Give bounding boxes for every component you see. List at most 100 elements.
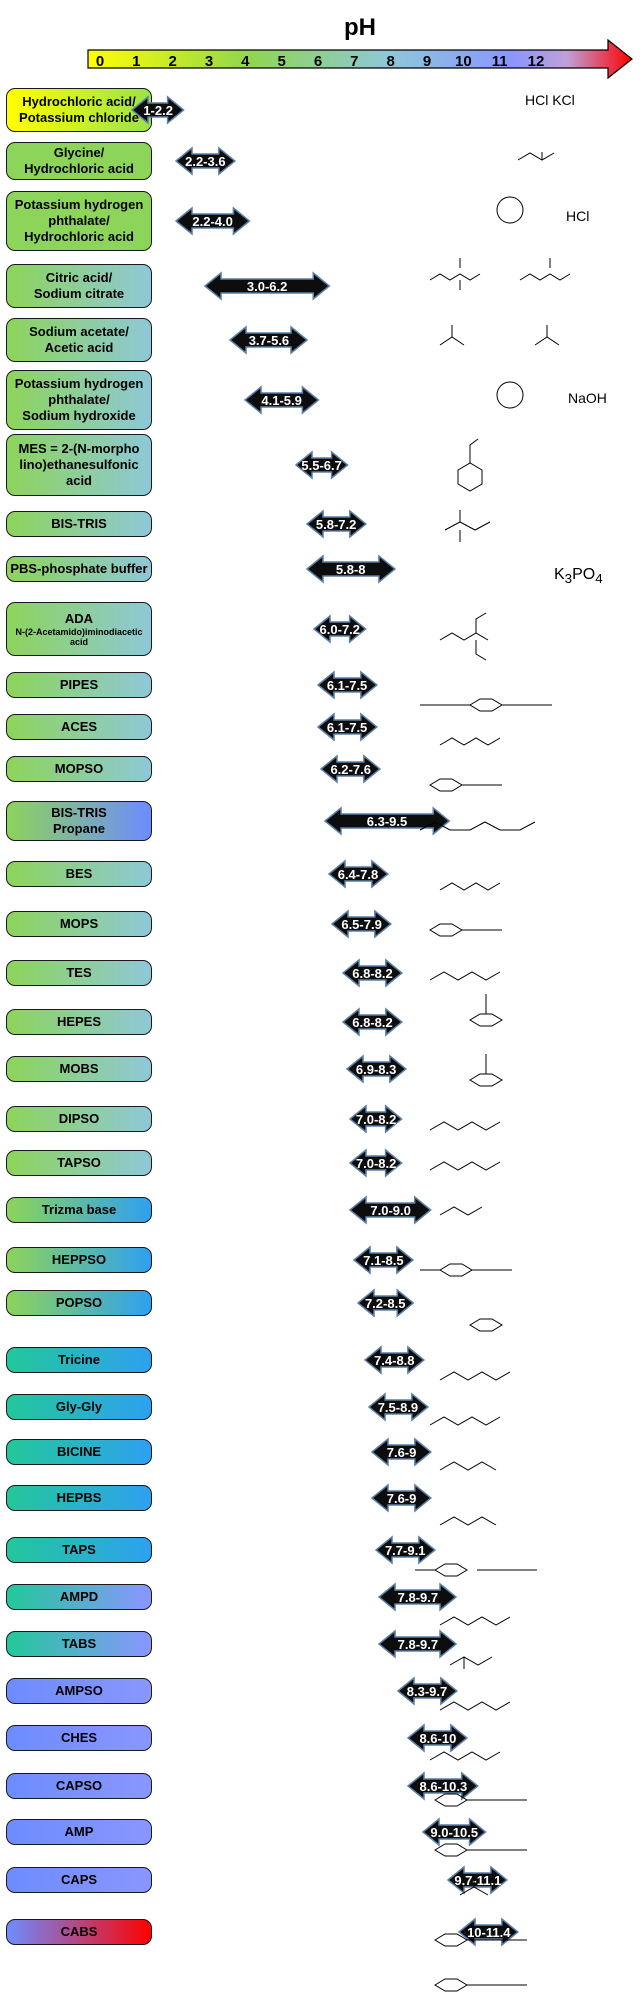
- ph-range-arrow-path: [229, 325, 309, 355]
- ph-range-arrow-shape: [316, 712, 378, 742]
- buffer-name: MOBS: [59, 1060, 99, 1076]
- ph-range-arrow-path: [370, 1437, 433, 1467]
- ph-range-label: 8.6-10: [419, 1730, 457, 1746]
- buffer-name: CABS: [60, 1923, 98, 1939]
- ph-range-arrow: 7.6-9: [370, 1437, 433, 1467]
- ph-range-arrow: 7.0-8.2: [349, 1148, 404, 1178]
- buffer-label: POPSO: [6, 1290, 152, 1316]
- ph-range-arrow-shape: [174, 146, 236, 176]
- ph-range-label: 8.3-9.7: [406, 1683, 448, 1699]
- ph-range-label: 6.0-7.2: [319, 621, 361, 637]
- ph-range-arrow: 7.5-8.9: [367, 1392, 429, 1422]
- ph-range-arrow: 5.8-8: [305, 554, 396, 584]
- ph-range-arrow-shape: [356, 1288, 415, 1318]
- ph-range-arrow: 4.1-5.9: [243, 385, 320, 415]
- buffer-label: ACES: [6, 714, 152, 740]
- buffer-label: MOPS: [6, 911, 152, 937]
- buffer-name: POPSO: [55, 1294, 103, 1310]
- buffer-name: CHES: [60, 1729, 98, 1745]
- ph-range-label: 5.5-6.7: [301, 457, 342, 473]
- buffer-name: Potassium hydrogen phthalate/ Sodium hyd…: [14, 375, 144, 424]
- ph-range-arrow: 6.9-8.3: [345, 1054, 407, 1084]
- ph-tick-label: 11: [491, 53, 508, 70]
- ph-range-arrow: 6.1-7.5: [316, 712, 378, 742]
- ph-range-arrow-shape: [349, 1148, 404, 1178]
- ph-range-label: 2.2-3.6: [185, 153, 226, 169]
- buffer-name: Gly-Gly: [55, 1398, 103, 1414]
- buffer-label: Hydrochloric acid/ Potassium chloride: [6, 88, 152, 132]
- ph-range-arrow-shape: [312, 614, 367, 644]
- ph-range-arrow-path: [407, 1723, 469, 1753]
- formula-naoh: NaOH: [568, 390, 607, 406]
- ph-scale-title: pH: [344, 14, 376, 41]
- ph-range-arrow-shape: [367, 1392, 429, 1422]
- buffer-label: MOPSO: [6, 756, 152, 782]
- ph-range-arrow: 6.4-7.8: [327, 859, 389, 889]
- buffer-subname: N-(2-Acetamido)iminodiacetic acid: [15, 626, 143, 648]
- buffer-name: Citric acid/ Sodium citrate: [33, 269, 125, 301]
- ph-range-arrow-shape: [458, 1917, 520, 1947]
- ph-range-label: 6.1-7.5: [326, 677, 368, 693]
- buffer-label: CAPS: [6, 1867, 152, 1893]
- ph-range-arrow-path: [316, 712, 378, 742]
- ph-range-arrow: 7.8-9.7: [378, 1582, 458, 1612]
- ph-range-arrow-path: [352, 1245, 415, 1275]
- ph-tick-label: 8: [386, 53, 395, 70]
- ph-range-label: 3.0-6.2: [246, 278, 288, 294]
- ph-range-label: 10-11.4: [467, 1924, 511, 1940]
- ph-range-arrow-path: [316, 670, 378, 700]
- buffer-label: Sodium acetate/ Acetic acid: [6, 318, 152, 362]
- buffer-name: AMP: [64, 1823, 94, 1839]
- ph-range-label: 7.0-8.2: [355, 1111, 397, 1127]
- ph-range-arrow-path: [341, 958, 404, 988]
- ph-range-arrow-path: [363, 1345, 425, 1375]
- ph-tick-label: 9: [422, 53, 432, 70]
- ph-range-arrow: 5.5-6.7: [294, 450, 349, 480]
- ph-range-arrow: 7.2-8.5: [356, 1288, 415, 1318]
- ph-range-arrow-shape: [349, 1195, 433, 1225]
- buffer-label: MOBS: [6, 1056, 152, 1082]
- ph-range-arrow-path: [203, 271, 331, 301]
- ph-range-arrow: 7.0-9.0: [349, 1195, 433, 1225]
- buffer-label: BIS-TRIS: [6, 511, 152, 537]
- ph-range-arrow-path: [349, 1104, 404, 1134]
- buffer-label: Trizma base: [6, 1197, 152, 1223]
- ph-range-arrow-path: [421, 1817, 487, 1847]
- ph-range-label: 7.6-9: [386, 1444, 417, 1460]
- buffer-name: HEPBS: [56, 1489, 102, 1505]
- ph-range-arrow-path: [243, 385, 320, 415]
- ph-range-arrow: 9.7-11.1: [447, 1865, 509, 1895]
- ph-range-arrow: 6.8-8.2: [341, 958, 404, 988]
- ph-range-arrow-shape: [370, 1483, 433, 1513]
- buffer-label: Potassium hydrogen phthalate/ Sodium hyd…: [6, 370, 152, 430]
- ph-scale-arrow: [87, 38, 633, 80]
- ph-tick-label: 5: [277, 53, 286, 70]
- ph-range-arrow-path: [345, 1054, 407, 1084]
- buffer-name: HEPPSO: [51, 1251, 107, 1267]
- buffer-name: PBS-phosphate buffer: [10, 560, 148, 576]
- buffer-label: AMP: [6, 1819, 152, 1845]
- ph-range-arrow: 7.6-9: [370, 1483, 433, 1513]
- ph-range-arrow: 8.6-10: [407, 1723, 469, 1753]
- ph-range-label: 7.1-8.5: [363, 1252, 404, 1268]
- ph-tick-label: 0: [95, 53, 105, 70]
- ph-range-label: 7.5-8.9: [377, 1399, 419, 1415]
- ph-range-label: 7.4-8.8: [374, 1352, 415, 1368]
- ph-scale-bar: [87, 38, 633, 80]
- ph-range-arrow-shape: [407, 1771, 480, 1801]
- buffer-label: PBS-phosphate buffer: [6, 556, 152, 582]
- ph-range-label: 6.4-7.8: [337, 866, 379, 882]
- ph-range-label: 1-2.2: [143, 102, 173, 118]
- buffer-label: Glycine/ Hydrochloric acid: [6, 142, 152, 180]
- ph-range-arrow-path: [312, 614, 367, 644]
- formula-k3po4: K3PO4: [554, 566, 603, 587]
- ph-range-arrow-path: [174, 146, 236, 176]
- ph-range-arrow: 6.8-8.2: [341, 1007, 404, 1037]
- buffer-label: HEPPSO: [6, 1247, 152, 1273]
- buffer-name: Tricine: [58, 1351, 100, 1367]
- ph-range-label: 7.0-8.2: [355, 1155, 397, 1171]
- ph-range-label: 7.8-9.7: [397, 1636, 439, 1652]
- ph-range-arrow-path: [349, 1195, 433, 1225]
- ph-range-label: 7.6-9: [386, 1490, 417, 1506]
